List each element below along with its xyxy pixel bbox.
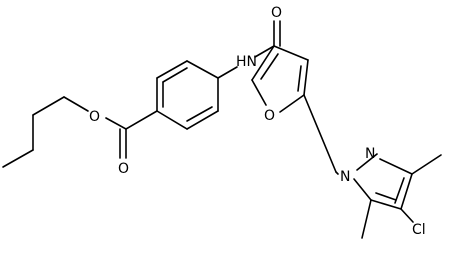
atom-o-ester-single: O <box>89 109 100 125</box>
bonds <box>2 20 442 239</box>
bond <box>63 96 89 112</box>
bond <box>32 96 65 116</box>
atom-labels: O HN O O O N N Cl <box>89 5 426 238</box>
bond <box>375 192 397 201</box>
bond <box>303 59 309 96</box>
bond <box>156 110 188 130</box>
bond <box>186 60 219 79</box>
bond <box>335 171 339 175</box>
bond <box>394 177 405 204</box>
bond <box>125 110 158 130</box>
bond <box>297 65 302 92</box>
bond <box>353 178 372 201</box>
bond <box>186 106 213 122</box>
bond <box>105 117 127 130</box>
atom-o-ester-carbonyl: O <box>118 161 129 177</box>
bond <box>370 199 402 210</box>
atom-o-carbonyl-amide: O <box>271 5 282 21</box>
bond <box>273 45 309 61</box>
bond <box>400 173 413 210</box>
atom-o-furan: O <box>264 108 275 124</box>
bond <box>251 45 275 81</box>
bond <box>251 79 267 106</box>
bond <box>303 94 337 173</box>
atom-n-pyrazole-2: N <box>365 146 375 162</box>
bond <box>379 158 413 175</box>
bond <box>162 67 188 83</box>
bond <box>356 153 378 171</box>
bond <box>186 110 219 130</box>
atom-cl: Cl <box>412 222 426 238</box>
bond <box>411 154 442 175</box>
bond <box>217 66 238 79</box>
atom-nh-amide: HN <box>236 54 257 70</box>
bond <box>254 45 275 58</box>
bond <box>156 60 188 79</box>
bond <box>400 208 414 223</box>
atom-n-pyrazole-1: N <box>340 169 350 185</box>
bond <box>260 53 279 80</box>
bond <box>361 199 372 239</box>
bond <box>2 149 34 168</box>
bond <box>279 94 305 113</box>
